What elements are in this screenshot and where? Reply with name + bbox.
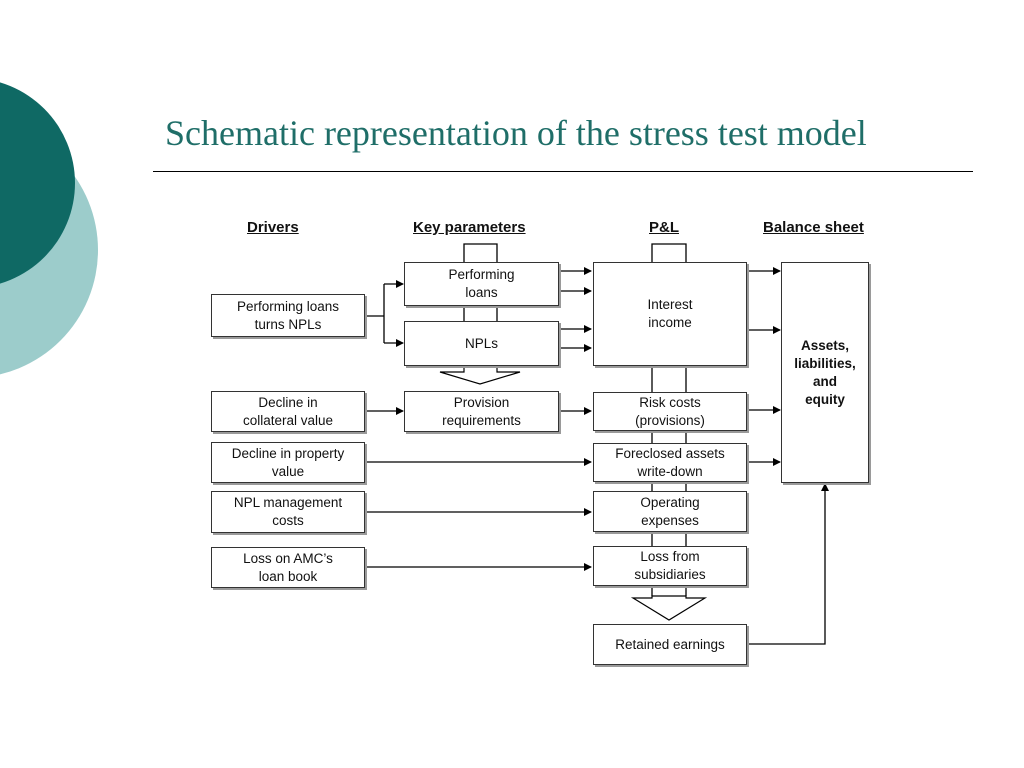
column-header-drivers: Drivers xyxy=(247,219,299,236)
pl-risk-costs-label: Risk costs (provisions) xyxy=(635,394,705,428)
driver-loss-amc-loan-book: Loss on AMC’s loan book xyxy=(211,547,365,588)
pl-operating-expenses: Operating expenses xyxy=(593,491,747,532)
driver-npl-management-costs: NPL management costs xyxy=(211,491,365,533)
pl-loss-from-subsidiaries: Loss from subsidiaries xyxy=(593,546,747,586)
arrow-retained-to-balance xyxy=(747,483,829,645)
param-npls: NPLs xyxy=(404,321,559,366)
decorative-circle-dark xyxy=(0,82,75,284)
column-header-balance-sheet: Balance sheet xyxy=(763,219,864,236)
block-arrow-npls-to-provision xyxy=(439,365,521,385)
param-performing-loans-label: Performing loans xyxy=(448,267,515,300)
pl-loss-from-subsidiaries-label: Loss from subsidiaries xyxy=(634,549,706,582)
loop-pl xyxy=(651,243,687,262)
param-performing-loans: Performing loans xyxy=(404,262,559,306)
pl-interest-income: Interest income xyxy=(593,262,747,366)
driver-decline-collateral: Decline in collateral value xyxy=(211,391,365,432)
balance-sheet-label: Assets, liabilities, and equity xyxy=(794,337,856,407)
pl-foreclosed-assets-label: Foreclosed assets write-down xyxy=(615,445,725,479)
pl-interest-income-label: Interest income xyxy=(647,297,693,330)
driver-decline-collateral-label: Decline in collateral value xyxy=(242,394,334,428)
pl-operating-expenses-label: Operating expenses xyxy=(640,494,700,528)
balance-sheet-box: Assets, liabilities, and equity xyxy=(781,262,869,483)
loop-key-parameters xyxy=(463,243,498,262)
driver-decline-property-label: Decline in property value xyxy=(231,445,345,479)
pl-risk-costs: Risk costs (provisions) xyxy=(593,392,747,431)
driver-loss-amc-loan-book-label: Loss on AMC’s loan book xyxy=(243,550,333,584)
param-provision-requirements-label: Provision requirements xyxy=(442,394,521,428)
title-divider xyxy=(153,171,973,172)
pl-retained-earnings-label: Retained earnings xyxy=(615,636,725,652)
param-provision-requirements: Provision requirements xyxy=(404,391,559,432)
slide-title: Schematic representation of the stress t… xyxy=(165,113,867,153)
pl-foreclosed-assets: Foreclosed assets write-down xyxy=(593,443,747,482)
pl-retained-earnings: Retained earnings xyxy=(593,624,747,665)
driver-decline-property: Decline in property value xyxy=(211,442,365,483)
block-arrow-to-retained-earnings xyxy=(630,595,708,621)
driver-npl-management-costs-label: NPL management costs xyxy=(233,495,343,528)
param-npls-label: NPLs xyxy=(464,335,498,351)
driver-performing-loans-turns-npls-label: Performing loans turns NPLs xyxy=(236,298,340,332)
column-header-key-parameters: Key parameters xyxy=(413,219,526,236)
column-header-pl: P&L xyxy=(649,219,679,236)
driver-performing-loans-turns-npls: Performing loans turns NPLs xyxy=(211,294,365,337)
